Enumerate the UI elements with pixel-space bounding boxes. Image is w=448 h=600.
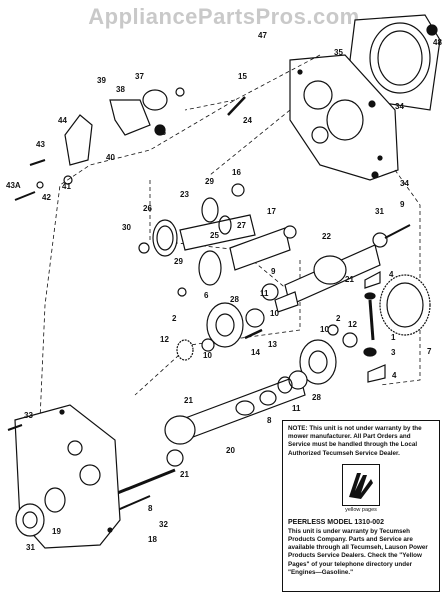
- callout-31-top: 31: [375, 207, 384, 216]
- callout-27: 27: [237, 221, 246, 230]
- ring-gear: [363, 271, 431, 383]
- callout-4-bottom: 4: [392, 371, 397, 380]
- callout-40: 40: [106, 153, 115, 162]
- logo-caption: yellow pages: [345, 506, 377, 513]
- callout-42: 42: [42, 193, 51, 202]
- callout-34-top: 34: [395, 102, 404, 111]
- callout-41: 41: [62, 182, 71, 191]
- callout-31-bottom: 31: [26, 543, 35, 552]
- callout-17: 17: [267, 207, 276, 216]
- callout-21-lower: 21: [180, 470, 189, 479]
- lower-housing: [7, 404, 121, 549]
- callout-10-left: 10: [203, 351, 212, 360]
- axle-shaft: [261, 224, 411, 306]
- callout-43: 43: [36, 140, 45, 149]
- callout-24: 24: [243, 116, 252, 125]
- callout-16: 16: [232, 168, 241, 177]
- callout-22: 22: [322, 232, 331, 241]
- callout-1: 1: [391, 333, 396, 342]
- callout-9-right: 9: [400, 200, 405, 209]
- callout-47: 47: [258, 31, 267, 40]
- callout-29-top: 29: [205, 177, 214, 186]
- callout-36: 36: [157, 128, 166, 137]
- callout-21-bottom: 21: [184, 396, 193, 405]
- shift-bracket: [14, 87, 185, 201]
- callout-25: 25: [210, 231, 219, 240]
- callout-29-mid: 29: [174, 257, 183, 266]
- callout-3: 3: [391, 348, 396, 357]
- bolt: [227, 96, 246, 116]
- callout-2-left: 2: [172, 314, 177, 323]
- callout-2-right: 2: [336, 314, 341, 323]
- differential-assembly: [176, 291, 358, 385]
- callout-7: 7: [427, 347, 432, 356]
- lower-shaft: [99, 370, 308, 513]
- callout-37: 37: [135, 72, 144, 81]
- callout-18: 18: [148, 535, 157, 544]
- callout-12-left: 12: [160, 335, 169, 344]
- callout-32: 32: [159, 520, 168, 529]
- callout-12-right: 12: [348, 320, 357, 329]
- callout-44: 44: [58, 116, 67, 125]
- callout-43a: 43A: [6, 181, 21, 190]
- gear-shaft-assembly: [138, 183, 297, 297]
- note-top-text: NOTE: This unit is not under warranty by…: [288, 425, 422, 457]
- callout-4-top: 4: [389, 270, 394, 279]
- callout-8-bottom: 8: [148, 504, 153, 513]
- callout-8-mid: 8: [267, 416, 272, 425]
- callout-9-mid: 9: [271, 267, 276, 276]
- callout-11-mid: 11: [260, 289, 269, 298]
- callout-14: 14: [251, 348, 260, 357]
- note-bottom-text: This unit is under warranty by Tecumseh …: [288, 527, 428, 576]
- callout-39: 39: [97, 76, 106, 85]
- callout-15: 15: [238, 72, 247, 81]
- callout-10-mid: 10: [270, 309, 279, 318]
- callout-10-right: 10: [320, 325, 329, 334]
- callout-23: 23: [180, 190, 189, 199]
- callout-19: 19: [52, 527, 61, 536]
- callout-20: 20: [226, 446, 235, 455]
- yellow-pages-logo-icon: [342, 463, 380, 506]
- callout-38: 38: [116, 85, 125, 94]
- warranty-note-box: NOTE: This unit is not under warranty by…: [282, 420, 440, 592]
- callout-13: 13: [268, 340, 277, 349]
- callout-26: 26: [143, 204, 152, 213]
- callout-11-bottom: 11: [292, 404, 301, 413]
- callout-21-right: 21: [345, 275, 354, 284]
- callout-34-mid: 34: [400, 179, 409, 188]
- callout-48: 48: [433, 38, 442, 47]
- callout-30: 30: [122, 223, 131, 232]
- main-housing: [289, 54, 399, 181]
- callout-6: 6: [204, 291, 209, 300]
- watermark: AppliancePartsPros.com: [88, 4, 360, 29]
- callout-33: 33: [24, 411, 33, 420]
- callout-35: 35: [334, 48, 343, 57]
- model-number: PEERLESS MODEL 1310-002: [288, 518, 384, 526]
- callout-28-mid: 28: [230, 295, 239, 304]
- callout-28-bottom: 28: [312, 393, 321, 402]
